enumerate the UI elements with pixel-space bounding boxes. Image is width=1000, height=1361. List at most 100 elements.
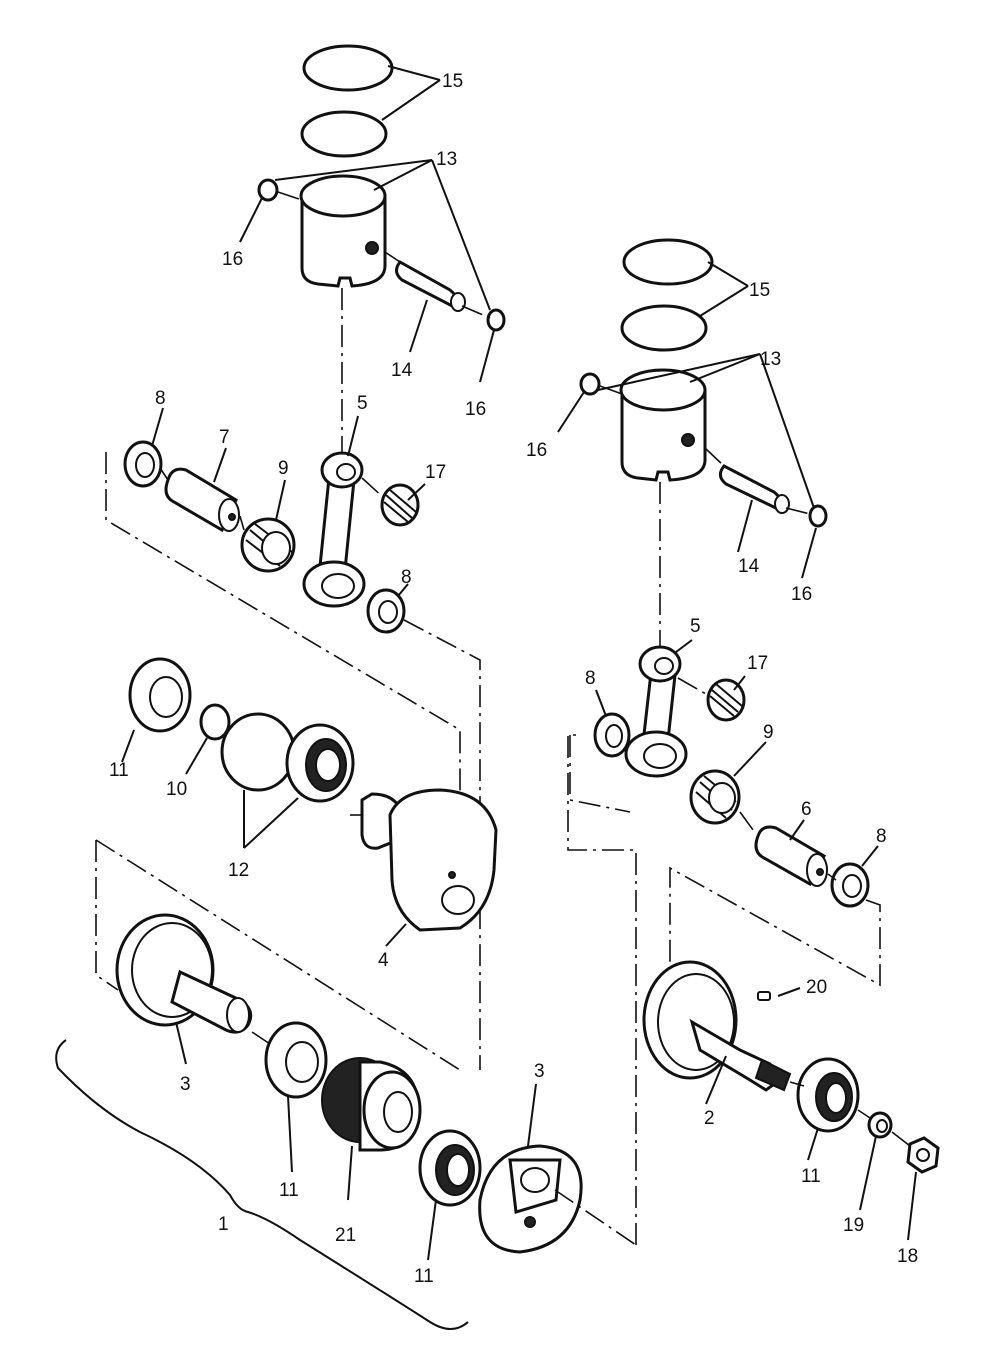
woodruff-key-20 <box>757 991 771 1001</box>
right-crank-phantoms <box>789 1081 911 1147</box>
right-piston-leaders <box>557 261 817 579</box>
callout-11d: 11 <box>801 1166 821 1187</box>
left-rod-bearings <box>123 440 420 634</box>
right-piston <box>619 368 707 482</box>
callout-3a: 3 <box>180 1074 191 1095</box>
piston-pin-bore-right <box>681 433 695 447</box>
callout-17a: 17 <box>425 462 446 483</box>
needle-bearing-big-left <box>240 517 296 573</box>
left-piston-rings <box>300 44 394 158</box>
callout-15b: 15 <box>749 280 770 301</box>
callout-5b: 5 <box>690 616 701 637</box>
callout-9b: 9 <box>763 722 774 743</box>
callout-3b: 3 <box>534 1061 545 1082</box>
right-crank-leaders <box>705 987 917 1241</box>
circlip-right-b <box>808 504 828 528</box>
crank-phantom-frame <box>95 814 461 1071</box>
right-piston-rings <box>620 238 714 352</box>
main-bearing-12-bearing <box>285 723 355 803</box>
needle-bearing-big-right <box>689 769 741 825</box>
piston-pin-end-right <box>774 494 790 514</box>
flywheel-3a <box>115 913 253 1034</box>
callout-16b: 16 <box>465 399 486 420</box>
crank-pin-left <box>164 467 240 533</box>
left-piston-phantoms <box>277 191 491 452</box>
main-bearing-11d <box>796 1057 860 1133</box>
callout-8b: 8 <box>401 567 412 588</box>
left-piston-leaders <box>239 65 495 383</box>
snap-rings-12 <box>220 712 296 792</box>
left-rod-phantoms <box>105 452 481 1070</box>
callout-10: 10 <box>166 779 187 800</box>
thrust-washer-right-b <box>830 862 870 908</box>
piston-body-left <box>300 194 387 288</box>
crankshaft-leaders <box>121 729 537 1261</box>
piston-ring-lower-left <box>300 110 388 158</box>
callout-13b: 13 <box>760 349 781 370</box>
callout-labels: 15 13 16 14 16 8 7 9 5 17 8 11 10 1 2 4 3… <box>109 71 918 1287</box>
con-rod-small-bore-left <box>336 463 356 481</box>
con-rod-small-bore-right <box>654 657 674 675</box>
flywheel-2 <box>642 960 792 1092</box>
callout-17b: 17 <box>747 653 768 674</box>
circlip-left-a <box>257 178 279 202</box>
right-piston-phantoms <box>599 385 811 648</box>
callout-16c: 16 <box>526 440 547 461</box>
lock-washer-19 <box>867 1111 893 1139</box>
right-piston-pin-and-clips <box>579 372 828 528</box>
crank-phantoms-lower <box>251 734 637 1246</box>
callout-5a: 5 <box>357 393 368 414</box>
crank-half-4 <box>360 788 498 932</box>
thrust-washer-left-a <box>123 440 163 488</box>
piston-body-right <box>620 388 707 482</box>
right-rod-leaders <box>595 639 879 867</box>
snap-ring-10 <box>199 703 231 741</box>
callout-13a: 13 <box>436 149 457 170</box>
main-bearing-11b <box>264 1021 328 1099</box>
callout-14a: 14 <box>391 360 413 381</box>
needle-bearing-small-right <box>706 678 746 722</box>
callout-11a: 11 <box>109 760 129 781</box>
callout-11b: 11 <box>279 1180 299 1201</box>
needle-bearing-small-left <box>380 483 420 527</box>
piston-crown-left <box>299 174 387 218</box>
main-bearing-11c <box>418 1129 482 1207</box>
callout-8a: 8 <box>155 388 166 409</box>
callout-4: 4 <box>378 950 389 971</box>
right-connecting-rod <box>624 645 688 778</box>
left-piston <box>299 174 387 288</box>
callout-8c: 8 <box>585 668 596 689</box>
left-rod-leaders <box>151 407 426 597</box>
callout-8d: 8 <box>876 826 887 847</box>
thrust-washer-right-a <box>593 712 631 758</box>
callout-18: 18 <box>897 1246 918 1267</box>
callout-21: 21 <box>335 1225 356 1246</box>
circlip-left-b <box>486 308 506 332</box>
callout-1: 1 <box>218 1214 229 1235</box>
piston-ring-upper-left <box>302 44 394 92</box>
flywheel-3b <box>478 1144 583 1254</box>
labyrinth-seal-21 <box>321 1057 422 1152</box>
piston-pin-bore-left <box>365 241 379 255</box>
main-bearing-11a <box>128 657 192 733</box>
right-rod-phantoms <box>569 677 881 987</box>
con-rod-big-bore-left <box>321 573 355 599</box>
callout-20: 20 <box>806 977 827 998</box>
callout-7: 7 <box>219 427 230 448</box>
callout-2: 2 <box>704 1108 715 1129</box>
piston-ring-upper-right <box>622 238 714 286</box>
callout-11c: 11 <box>414 1266 434 1287</box>
callout-6: 6 <box>801 799 812 820</box>
nut-18 <box>906 1136 940 1174</box>
circlip-right-a <box>579 372 601 396</box>
callout-16d: 16 <box>791 584 812 605</box>
assembly-brace <box>55 1039 469 1330</box>
crank-pin-right <box>754 825 828 887</box>
left-piston-pin-and-clips <box>257 178 506 332</box>
piston-ring-lower-right <box>620 304 708 352</box>
thrust-washer-left-b <box>366 588 406 634</box>
callout-16a: 16 <box>222 249 243 270</box>
callout-19: 19 <box>843 1215 864 1236</box>
